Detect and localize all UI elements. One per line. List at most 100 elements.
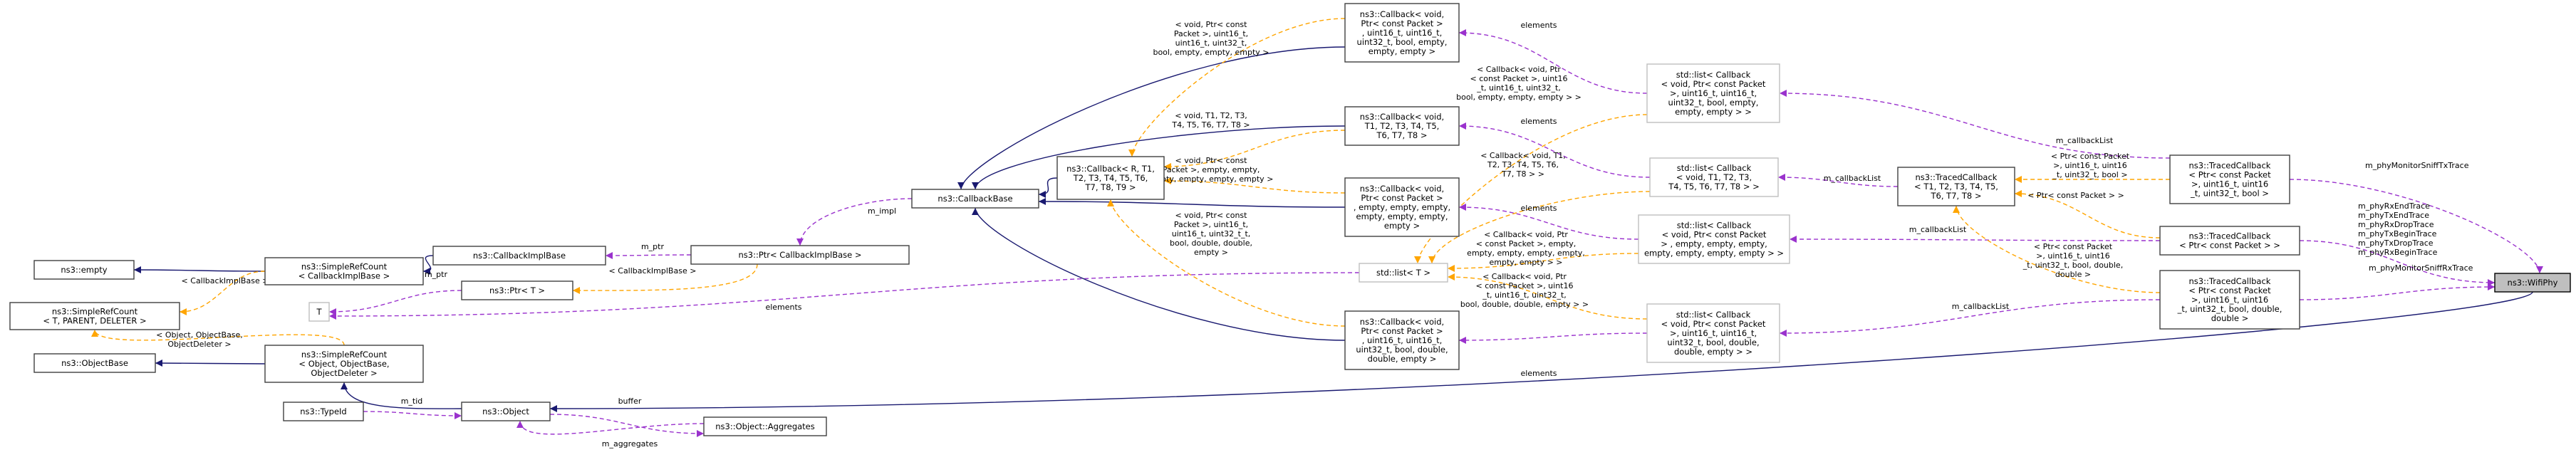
edge-usage — [1458, 332, 1648, 344]
node-tc-rx[interactable]: ns3::TracedCallback< Ptr< const Packet>,… — [2159, 270, 2300, 330]
edge-label-cl2: m_callbackList — [1824, 174, 1881, 183]
node-list2[interactable]: std::list< Callback< void, T1, T2, T3,T4… — [1649, 157, 1779, 197]
edge-label-lt3: < Callback< void, Ptr< const Packet >, e… — [1467, 230, 1585, 267]
edge-label-line: bool, double, double, empty > > — [1460, 300, 1589, 309]
node-tc-pkt[interactable]: ns3::TracedCallback< Ptr< const Packet >… — [2159, 226, 2300, 256]
node-label-line: , uint16_t, uint16_t, — [1362, 28, 1443, 38]
edge-label-line: m_phyRxBeginTrace — [2358, 248, 2438, 257]
node-label-line: empty, empty, empty, empty > > — [1644, 248, 1784, 258]
node-cb-top[interactable]: ns3::Callback< void,Ptr< const Packet >,… — [1344, 3, 1460, 63]
node-label-line: uint32_t, bool, double, — [1356, 345, 1448, 355]
node-label-line: ns3::SimpleRefCount — [52, 307, 138, 317]
edge-label-line: elements — [1520, 204, 1557, 213]
node-label-line: ns3::TracedCallback — [2189, 276, 2271, 286]
edge-label-tmpl-t1: < void, T1, T2, T3,T4, T5, T6, T7, T8 > — [1171, 111, 1250, 130]
edge-usage — [1458, 122, 1651, 178]
node-label-line: T — [316, 307, 322, 317]
edge-label-line: < CallbackImplBase > — [182, 276, 269, 285]
node-label-line: < Ptr< const Packet — [2188, 285, 2271, 295]
edge-label-line: _t, uint16_t, uint32_t, — [1476, 83, 1561, 93]
node-label-line: < void, T1, T2, T3, — [1676, 172, 1752, 182]
edge-label-line: m_tid — [401, 397, 423, 406]
node-object[interactable]: ns3::Object — [461, 402, 551, 421]
edge-usage — [516, 420, 705, 435]
node-label-line: < void, Ptr< const Packet — [1661, 79, 1766, 89]
edge-template — [1128, 18, 1346, 157]
edge-label-line: m_phyMonitorSniffRxTrace — [2369, 263, 2473, 273]
node-label-line: ns3::TracedCallback — [2189, 231, 2271, 241]
node--t[interactable]: T — [308, 302, 330, 322]
edge-label-line: elements — [1520, 117, 1557, 126]
node-cb-r[interactable]: ns3::Callback< R, T1,T2, T3, T4, T5, T6,… — [1056, 156, 1165, 200]
node-label-line: ns3::TypeId — [300, 407, 346, 416]
edge-label-line: elements — [1520, 21, 1557, 30]
node-label-line: < Object, ObjectBase, — [298, 359, 389, 369]
edge-label-elements3: elements — [1520, 204, 1557, 213]
edge-label-cl1: m_callbackList — [2056, 136, 2114, 145]
node-cb-base[interactable]: ns3::CallbackBase — [911, 189, 1039, 209]
node-empty[interactable]: ns3::empty — [33, 260, 135, 280]
node-label-line: ns3::CallbackImplBase — [473, 251, 566, 261]
node-label-line: empty > — [1384, 221, 1420, 231]
node-list1[interactable]: std::list< Callback< void, Ptr< const Pa… — [1646, 63, 1780, 123]
edge-label-line: m_impl — [868, 206, 896, 216]
node-label-line: T4, T5, T6, T7, T8 > > — [1668, 182, 1760, 192]
node-cb-double[interactable]: ns3::Callback< void,Ptr< const Packet >,… — [1344, 310, 1460, 370]
edge-label-elements-t: elements — [765, 303, 801, 312]
node-src-obj[interactable]: ns3::SimpleRefCount< Object, ObjectBase,… — [264, 345, 424, 383]
node-label-line: < Ptr< const Packet — [2188, 170, 2271, 180]
node-tc-tx[interactable]: ns3::TracedCallback< Ptr< const Packet>,… — [2169, 154, 2290, 204]
edge-label-line: < Callback< void, T1, — [1480, 151, 1566, 160]
edge-label-line: < void, T1, T2, T3, — [1175, 111, 1247, 120]
node-tc-t[interactable]: ns3::TracedCallback< T1, T2, T3, T4, T5,… — [1897, 167, 2015, 206]
node-ptr-t[interactable]: ns3::Ptr< T > — [461, 280, 573, 300]
edge-label-line: < Ptr< const Packet — [2051, 152, 2130, 161]
node-obj-base[interactable]: ns3::ObjectBase — [33, 353, 156, 373]
edge-label-line: double > — [2055, 270, 2091, 279]
node-label-line: > , empty, empty, empty, — [1661, 239, 1767, 249]
edge-label-line: < Callback< void, Ptr — [1482, 272, 1567, 281]
node-label-line: T2, T3, T4, T5, T6, — [1073, 173, 1148, 183]
node-aggregates[interactable]: ns3::Object::Aggregates — [703, 416, 827, 436]
node-wifi-phy[interactable]: ns3::WifiPhy — [2494, 273, 2571, 293]
edge-inherit — [957, 46, 1346, 190]
edge-label-line: empty, empty > > — [1490, 258, 1563, 267]
node-ptr-impl[interactable]: ns3::Ptr< CallbackImplBase > — [690, 245, 910, 265]
edge-label-lt2: < Callback< void, T1,T2, T3, T4, T5, T6,… — [1480, 151, 1566, 179]
edge-label-line: < Callback< void, Ptr — [1484, 230, 1568, 239]
edge-usage — [605, 251, 692, 259]
edge-label-line: elements — [1520, 369, 1557, 378]
node-label-line: double, empty > > — [1674, 347, 1752, 357]
node-label-line: ns3::CallbackBase — [938, 194, 1012, 204]
edge-usage — [1789, 236, 2161, 243]
edge-usage — [1777, 174, 1899, 187]
node-label-line: double, empty > — [1368, 354, 1437, 364]
node-label-line: ns3::TracedCallback — [2189, 161, 2271, 171]
node-label-line: std::list< Callback — [1676, 70, 1751, 80]
node-src-del[interactable]: ns3::SimpleRefCount< T, PARENT, DELETER … — [9, 302, 180, 330]
node-cb-impl-base[interactable]: ns3::CallbackImplBase — [432, 246, 606, 266]
node-label-line: Ptr< const Packet > — [1361, 19, 1443, 28]
node-list-t[interactable]: std::list< T > — [1359, 263, 1448, 283]
node-label-line: std::list< T > — [1376, 268, 1430, 278]
edge-label-line: < const Packet >, uint16 — [1475, 281, 1573, 290]
edge-template — [572, 263, 758, 295]
edge-template — [1414, 114, 1648, 264]
node-list3[interactable]: std::list< Callback< void, Ptr< const Pa… — [1638, 214, 1790, 264]
edge-label-m-tid: m_tid — [401, 397, 423, 406]
node-label-line: _t, uint32_t, bool, double, — [2177, 304, 2282, 314]
edge-inherit — [155, 360, 266, 367]
edge-label-cl4: m_callbackList — [1952, 302, 2010, 311]
node-src-impl[interactable]: ns3::SimpleRefCount< CallbackImplBase > — [264, 257, 424, 285]
node-type-id[interactable]: ns3::TypeId — [283, 402, 364, 421]
edge-usage — [1779, 299, 2161, 337]
node-list4[interactable]: std::list< Callback< void, Ptr< const Pa… — [1646, 303, 1780, 363]
node-label-line: Ptr< const Packet > — [1361, 326, 1443, 336]
node-label-line: , uint16_t, uint16_t, — [1362, 335, 1443, 345]
node-cb-t1[interactable]: ns3::Callback< void,T1, T2, T3, T4, T5,T… — [1344, 106, 1460, 146]
node-label-line: , empty, empty, empty, — [1354, 202, 1450, 212]
edge-label-line: _t, uint32_t, bool > — [2052, 170, 2127, 179]
node-cb-empty[interactable]: ns3::Callback< void,Ptr< const Packet >,… — [1344, 177, 1460, 237]
node-label-line: >, uint16_t, uint16 — [2191, 295, 2268, 305]
